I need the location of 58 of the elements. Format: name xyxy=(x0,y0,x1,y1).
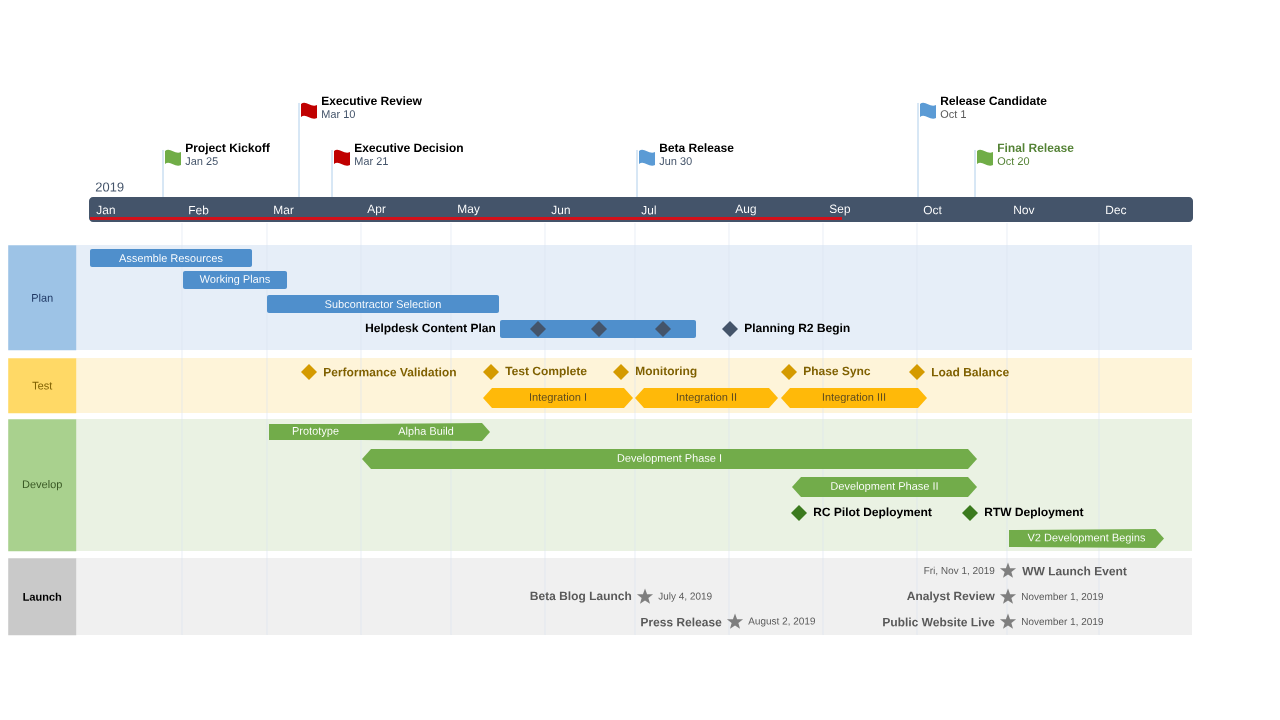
milestone-title: Project Kickoff xyxy=(186,143,270,155)
milestone-date: Mar 10 xyxy=(322,110,355,118)
month-label: Sep xyxy=(829,204,851,216)
phase-bar: Integration I xyxy=(483,388,633,408)
milestone-label: Test Complete xyxy=(505,366,587,378)
task-label: Helpdesk Content Plan xyxy=(365,323,496,335)
node-label: Prototype xyxy=(292,427,339,437)
task-bar: Assemble Resources xyxy=(90,249,252,267)
milestone-date: November 1, 2019 xyxy=(1022,617,1103,627)
milestone-date: August 2, 2019 xyxy=(748,617,815,627)
milestone-title: Release Candidate xyxy=(941,96,1047,105)
milestone-label: Press Release xyxy=(641,617,722,627)
milestone-title: Executive Decision xyxy=(355,143,463,152)
milestone-date: Oct 1 xyxy=(940,110,966,118)
milestone-label: Phase Sync xyxy=(804,366,871,378)
month-label: Jun xyxy=(551,205,570,215)
phase-bar: Alpha Build xyxy=(362,423,490,441)
phase-bar: Prototype xyxy=(269,424,362,440)
milestone-title: Executive Review xyxy=(322,96,422,105)
lane-header: Launch xyxy=(8,558,77,636)
phase-bar: Integration III xyxy=(781,388,927,408)
milestone-date: Jun 30 xyxy=(659,157,692,165)
month-label: Dec xyxy=(1106,205,1127,215)
lane-header: Develop xyxy=(8,419,77,552)
month-label: May xyxy=(458,204,480,216)
milestone-date: Jan 25 xyxy=(185,157,218,165)
milestone-label: Monitoring xyxy=(636,366,697,378)
milestone-date: November 1, 2019 xyxy=(1022,592,1103,602)
month-label: Nov xyxy=(1014,205,1035,215)
milestone-date: Fri, Nov 1, 2019 xyxy=(924,566,995,576)
node-label: Alpha Build xyxy=(398,426,454,438)
milestone-label: WW Launch Event xyxy=(1022,566,1127,576)
milestone-label: Public Website Live xyxy=(883,617,995,627)
lane-header: Test xyxy=(8,358,77,414)
task-bar: Subcontractor Selection xyxy=(267,295,499,313)
milestone-title: Final Release xyxy=(998,143,1074,152)
month-label: Mar xyxy=(274,205,294,215)
milestone-label: RC Pilot Deployment xyxy=(814,507,932,519)
milestone-label: Load Balance xyxy=(932,367,1009,377)
milestone-date: Mar 21 xyxy=(355,157,388,165)
month-label: Feb xyxy=(189,205,209,215)
milestone-label: Performance Validation xyxy=(324,367,456,377)
milestone-label: Analyst Review xyxy=(907,591,995,603)
lane-header: Plan xyxy=(8,245,77,351)
milestone-label: Planning R2 Begin xyxy=(745,323,850,335)
task-bar: Working Plans xyxy=(183,271,287,289)
month-label: Apr xyxy=(367,204,386,216)
milestone-date: Oct 20 xyxy=(997,157,1030,165)
phase-bar: Integration II xyxy=(635,388,778,408)
phase-bar: Development Phase I xyxy=(362,449,977,469)
year-label: 2019 xyxy=(95,182,124,192)
milestone-title: Beta Release xyxy=(660,143,734,152)
month-label: Aug xyxy=(735,204,756,216)
milestone-date: July 4, 2019 xyxy=(658,592,712,602)
month-label: Oct xyxy=(923,205,942,215)
milestone-label: Beta Blog Launch xyxy=(530,591,632,603)
month-label: Jan xyxy=(96,205,115,215)
milestone-label: RTW Deployment xyxy=(985,507,1084,519)
